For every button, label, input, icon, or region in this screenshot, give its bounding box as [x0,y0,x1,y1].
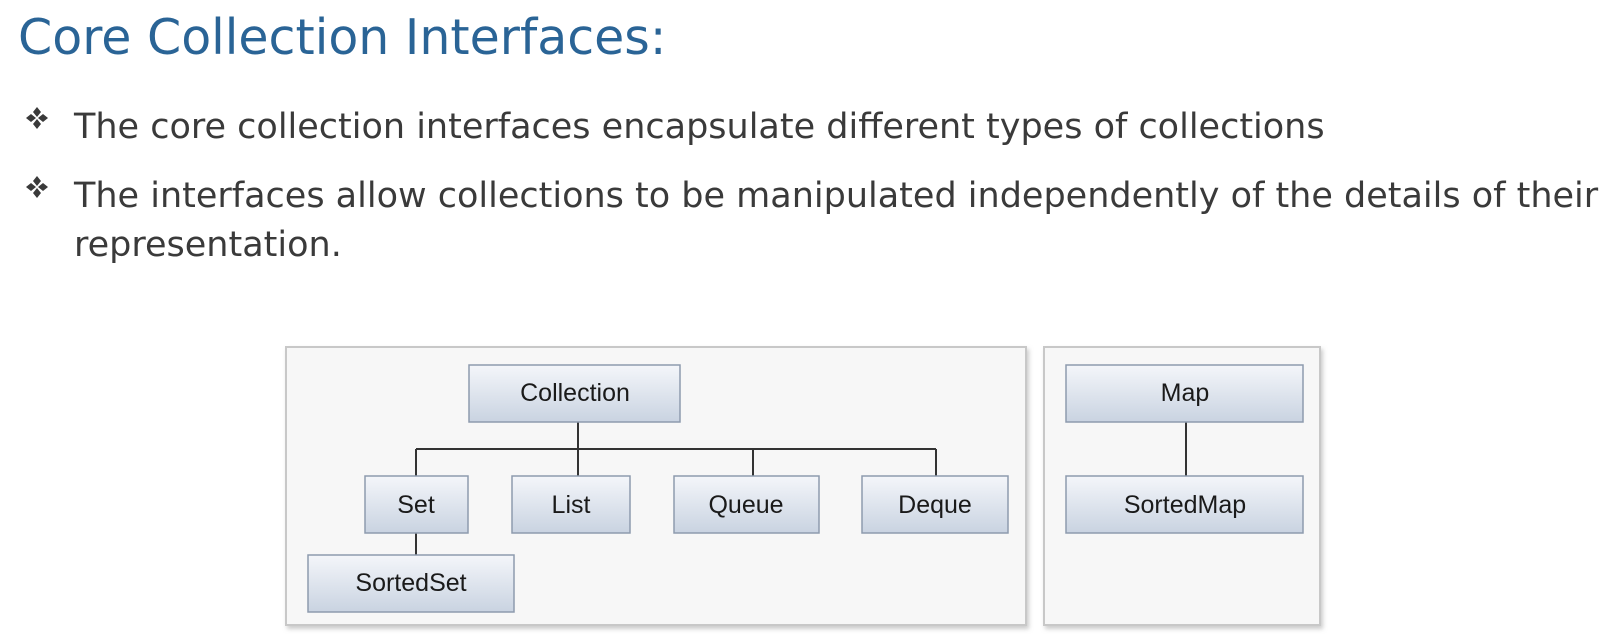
bullet-text: The interfaces allow collections to be m… [74,176,1599,265]
node-sortedset-label: SortedSet [355,569,466,597]
node-sortedset: SortedSet [307,554,515,613]
node-deque: Deque [861,475,1009,534]
node-queue-label: Queue [708,491,783,519]
page-title: Core Collection Interfaces: [18,9,667,66]
node-queue: Queue [673,475,820,534]
node-sortedmap: SortedMap [1065,475,1304,534]
connector-lines [415,422,1187,555]
node-set: Set [364,475,469,534]
four-diamond-bullet-icon [26,107,48,129]
node-list-label: List [552,491,591,519]
node-map-label: Map [1161,379,1210,407]
node-sortedmap-label: SortedMap [1124,491,1246,519]
node-map: Map [1065,364,1304,423]
four-diamond-bullet-icon [26,176,48,198]
node-set-label: Set [397,491,435,519]
node-collection: Collection [468,364,681,423]
node-collection-label: Collection [520,379,630,407]
node-list: List [511,475,631,534]
node-deque-label: Deque [898,491,972,519]
bullet-text: The core collection interfaces encapsula… [74,107,1325,147]
